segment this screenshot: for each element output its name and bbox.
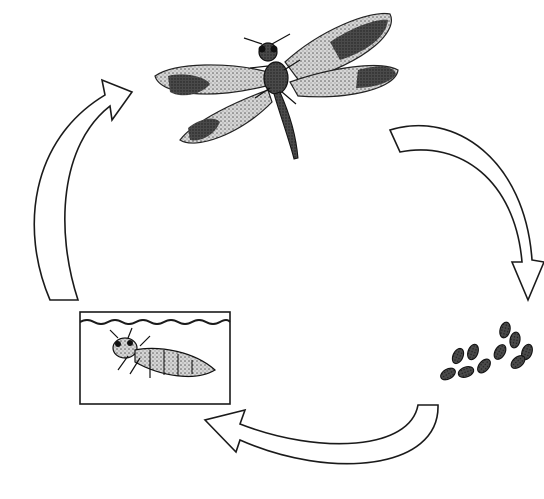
nymph-tank: [80, 312, 230, 404]
eggs-icon: [439, 321, 535, 382]
arrow-adult-to-eggs: [390, 126, 544, 300]
arrow-eggs-to-nymph: [205, 405, 438, 464]
arrow-nymph-to-adult: [34, 80, 132, 300]
dragonfly-icon: [155, 13, 398, 159]
